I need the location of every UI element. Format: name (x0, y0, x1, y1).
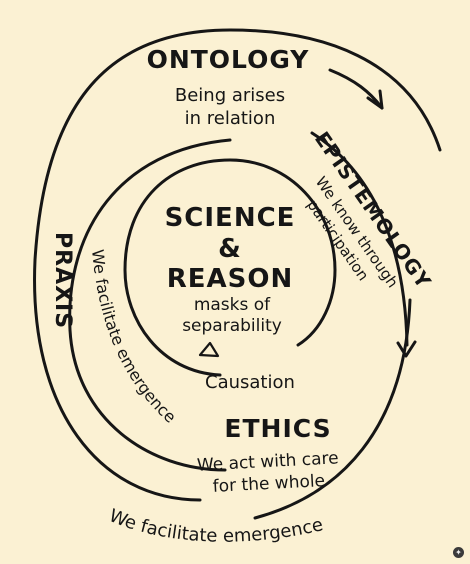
inner-outer-connector (310, 131, 409, 347)
ethics-subtitle-line2: for the whole (212, 471, 325, 497)
praxis-title: PRAXIS (50, 232, 75, 329)
ontology-title: ONTOLOGY (147, 45, 310, 74)
arrowhead-icon (366, 89, 384, 110)
center-subtitle-line1: masks of (194, 295, 271, 315)
middle-spiral-arc (68, 138, 232, 472)
ontology-subtitle-line2: in relation (185, 108, 276, 129)
center-subtitle-line2: separability (182, 316, 282, 336)
center-title-line1: SCIENCE (165, 203, 296, 233)
outer-caption: We facilitate emergence (106, 505, 325, 546)
ethics-title: ETHICS (224, 414, 331, 443)
arrowhead-icon (396, 340, 417, 358)
causation-label: Causation (205, 372, 295, 393)
center-title-line2: & (218, 234, 242, 264)
lower-spiral-arc (253, 298, 412, 520)
inner-circle-arc (123, 158, 337, 377)
triangle-marker-icon (198, 341, 220, 358)
outer-spiral-arc (33, 28, 442, 502)
outer-spiral-top-link (328, 68, 384, 110)
sparkle-icon: ✦ (453, 547, 464, 558)
outer-caption-wrap: We facilitate emergence (106, 505, 325, 546)
ontology-subtitle-line1: Being arises (175, 85, 285, 106)
center-title-line3: REASON (167, 264, 294, 294)
